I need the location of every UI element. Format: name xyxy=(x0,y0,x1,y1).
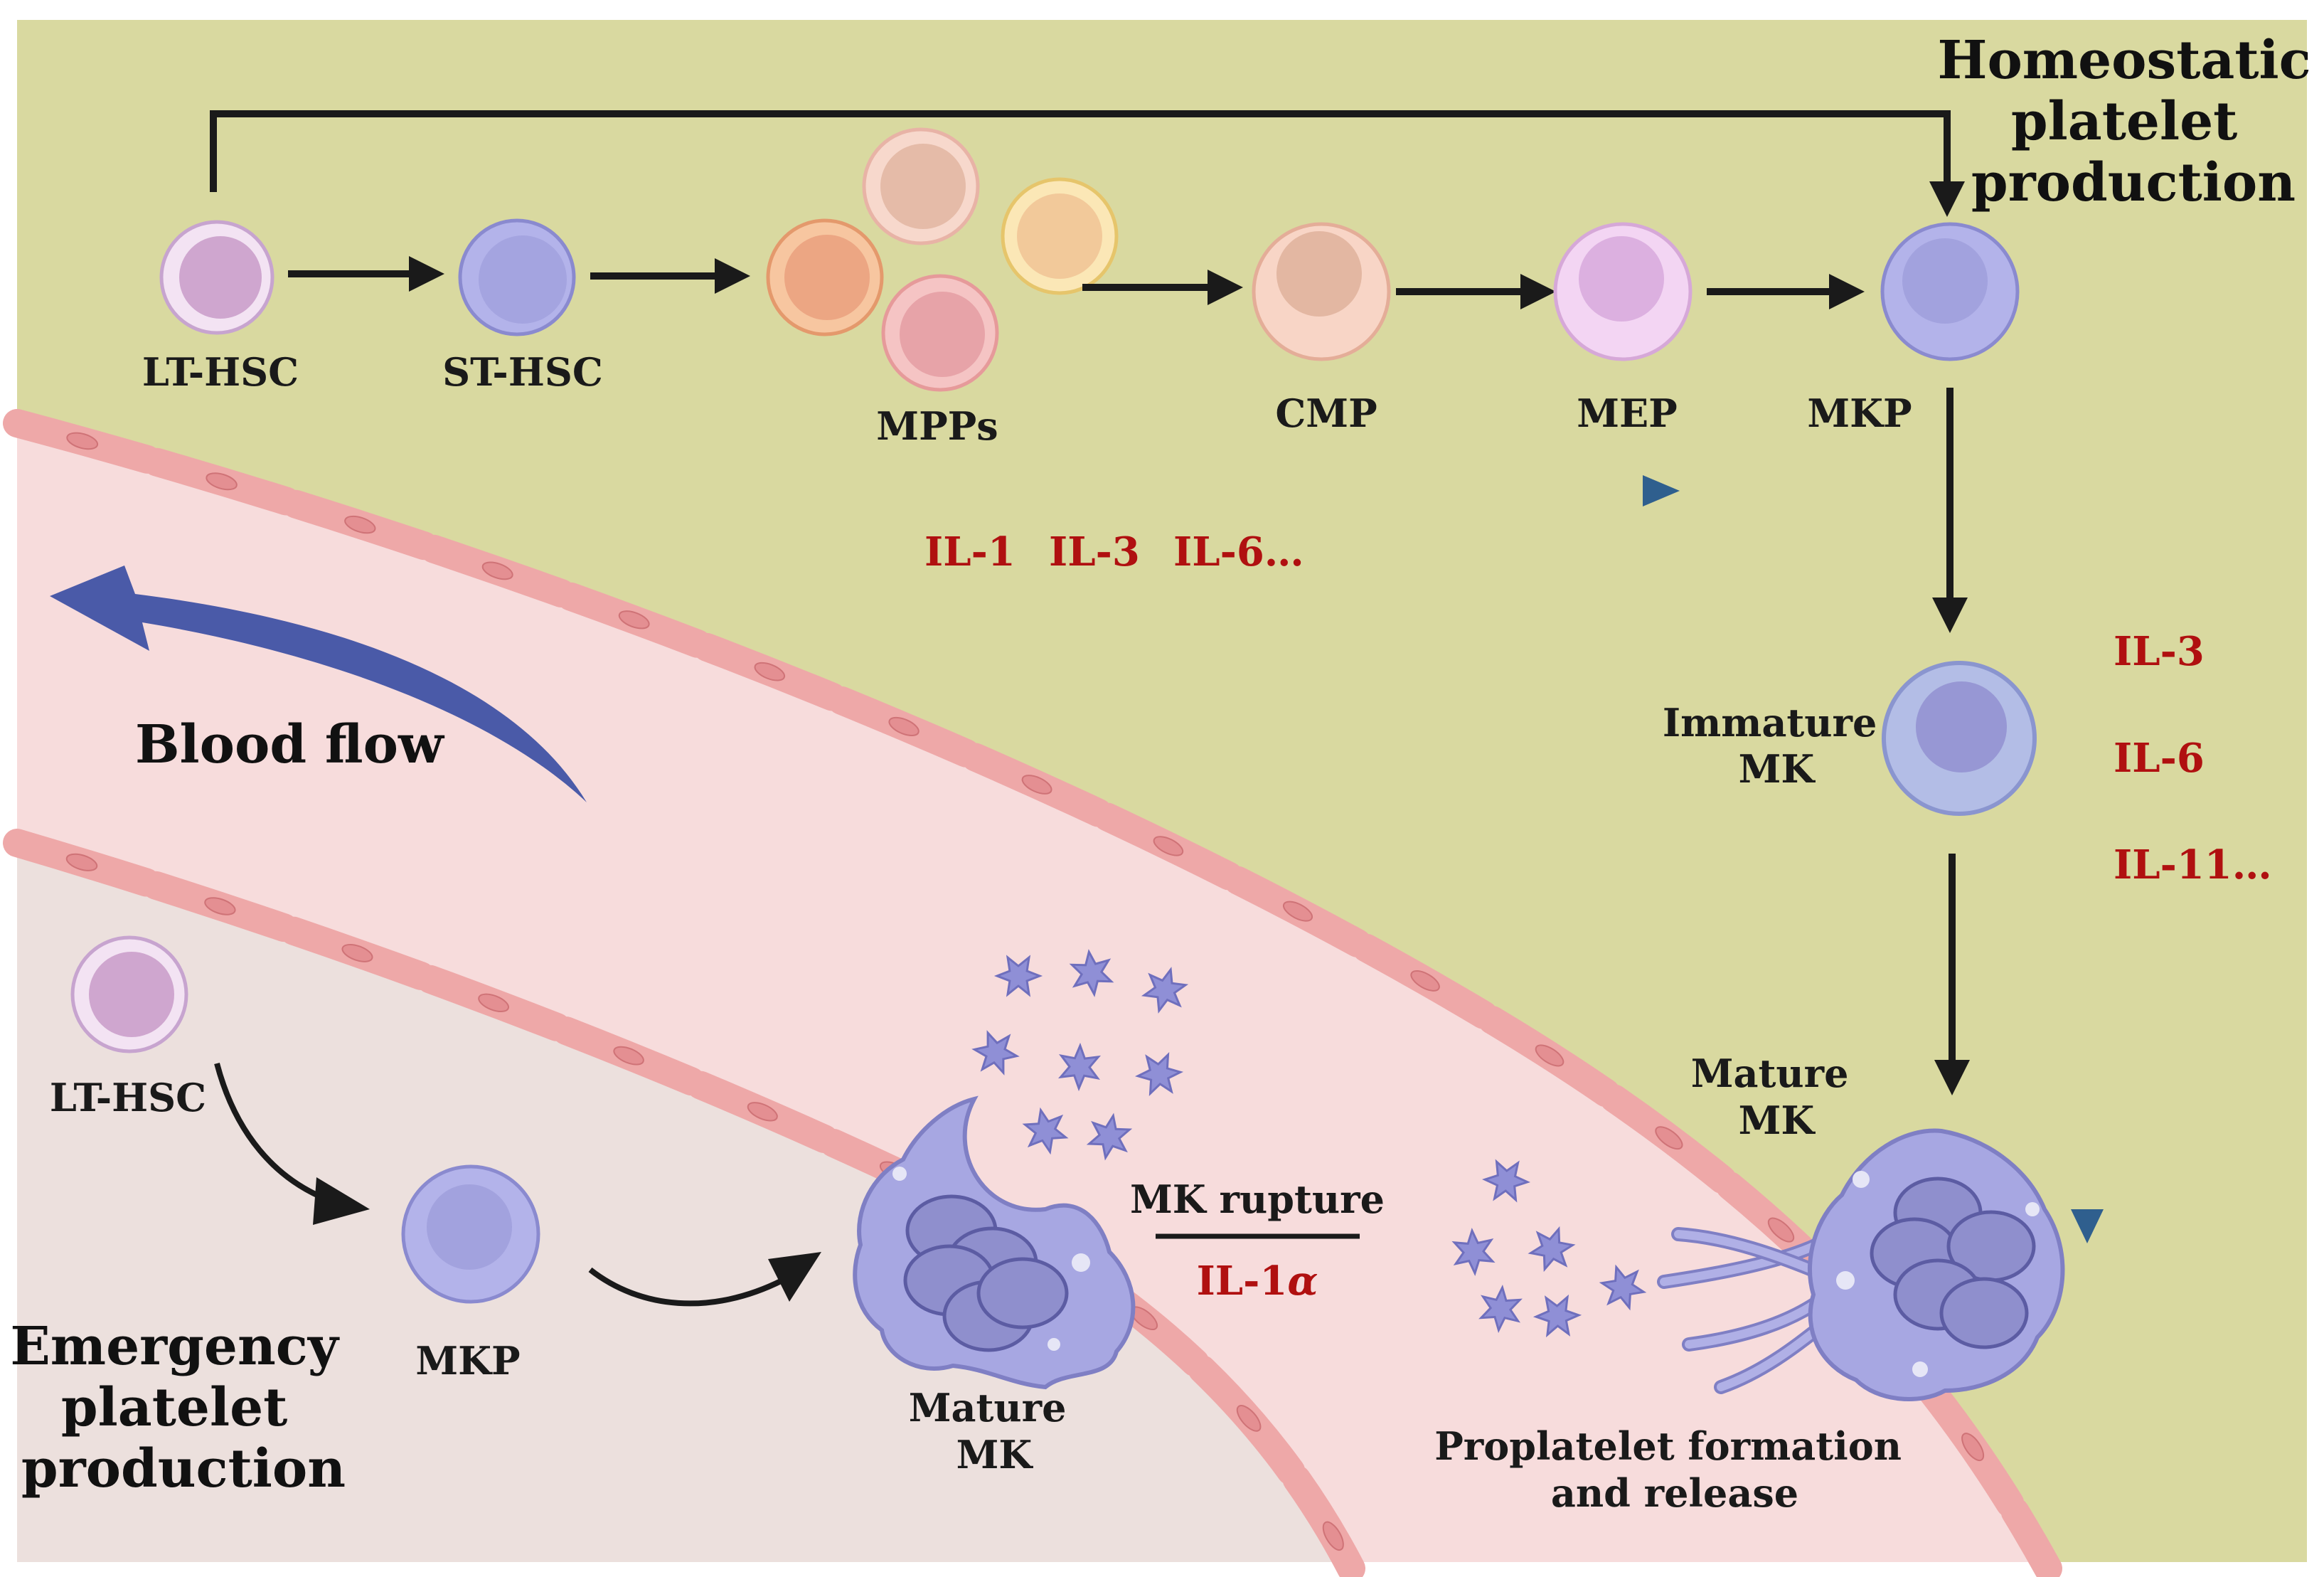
platelet xyxy=(1533,1294,1582,1338)
proplatelet-forming-megakaryocyte xyxy=(1657,1128,2065,1401)
mature-mk-label-homeostatic: Mature MK xyxy=(1691,1051,1862,1143)
mpps-label: MPPs xyxy=(876,403,998,449)
endothelial-nucleus xyxy=(1282,901,1313,922)
vertical-cytokine-arrowhead xyxy=(2071,1209,2104,1243)
endothelial-nucleus xyxy=(206,472,238,491)
bypass-arrow-lthsc-to-mkp xyxy=(210,110,1965,217)
emergency-mature-mk-label: Mature MK xyxy=(909,1385,1080,1477)
emergency-lt-hsc-label: LT-HSC xyxy=(50,1075,206,1120)
homeostatic-title: Homeostatic platelet production xyxy=(1938,30,2324,213)
cytokine-horizontal-3: IL-6… xyxy=(1173,529,1304,575)
il-1alpha-label: IL-1α xyxy=(1197,1258,1318,1305)
emergency-mkp-cell xyxy=(401,1164,540,1304)
platelet xyxy=(1478,1284,1523,1334)
endothelial-nucleus xyxy=(618,610,650,630)
endothelial-nucleus xyxy=(204,897,236,915)
endothelial-nucleus xyxy=(1322,1521,1344,1551)
cytokine-vertical-2: IL-6 xyxy=(2114,735,2205,782)
lt-hsc-label: LT-HSC xyxy=(142,349,299,395)
rupturing-megakaryocyte xyxy=(853,1095,1136,1390)
platelet xyxy=(1482,1159,1530,1203)
arrow-emergency-lthsc-to-mkp xyxy=(214,1062,336,1205)
endothelial-nucleus xyxy=(1535,1044,1565,1067)
endothelial-nucleus xyxy=(1236,1405,1262,1432)
horizontal-cytokine-arrowhead xyxy=(1643,475,1680,506)
platelet xyxy=(1069,949,1114,997)
cmp-cell xyxy=(1252,222,1391,361)
immature-mk-cell xyxy=(1882,661,2037,816)
cytokine-vertical-3: IL-11… xyxy=(2114,841,2272,888)
cytokine-horizontal-1: IL-1 xyxy=(924,529,1016,575)
blood-flow-label: Blood flow xyxy=(135,714,445,775)
proplatelet-label: Proplatelet formation and release xyxy=(1434,1423,1915,1516)
st-hsc-label: ST-HSC xyxy=(442,349,603,395)
platelet xyxy=(1134,1051,1184,1097)
st-hsc-cell xyxy=(458,218,576,336)
platelet xyxy=(1086,1113,1133,1161)
platelet xyxy=(993,955,1043,997)
endothelial-nucleus xyxy=(65,853,98,871)
endothelial-nucleus xyxy=(888,716,920,736)
mk-rupture-label: MK rupture xyxy=(1130,1177,1385,1222)
mkp-label: MKP xyxy=(1807,391,1912,436)
horizontal-cytokine-labels: IL-1 IL-3 IL-6… xyxy=(924,529,1304,575)
endothelial-nucleus xyxy=(1021,775,1052,795)
endothelial-nucleus xyxy=(754,662,786,681)
emergency-mkp-label: MKP xyxy=(415,1338,520,1384)
cytokine-vertical-1: IL-3 xyxy=(2114,628,2205,675)
platelet xyxy=(1022,1107,1069,1155)
endothelial-nucleus xyxy=(1767,1217,1795,1243)
endothelial-nucleus xyxy=(1410,970,1440,992)
endothelial-nucleus xyxy=(747,1102,778,1122)
endothelial-nucleus xyxy=(613,1046,644,1066)
endothelial-nucleus xyxy=(341,943,373,962)
emergency-lt-hsc-cell xyxy=(70,935,188,1053)
endothelial-nucleus xyxy=(1655,1126,1683,1150)
arrowhead-emergency-mkp-to-mature-mk xyxy=(768,1252,821,1302)
platelet xyxy=(1528,1226,1576,1273)
endothelial-nucleus xyxy=(478,993,509,1012)
platelet xyxy=(1451,1228,1496,1276)
platelet xyxy=(1599,1264,1647,1311)
lt-hsc-cell xyxy=(159,220,274,335)
arrow-emergency-mkp-to-mature-mk xyxy=(588,1267,784,1307)
blood-flow-arrow xyxy=(50,566,587,802)
endothelial-nucleus xyxy=(344,515,376,534)
vertical-cytokine-labels: IL-3 IL-6 IL-11… xyxy=(2114,628,2272,888)
mep-label: MEP xyxy=(1577,391,1678,436)
platelets xyxy=(971,949,1647,1338)
emergency-title: Emergency platelet production xyxy=(10,1316,356,1499)
cytokine-horizontal-2: IL-3 xyxy=(1049,529,1140,575)
endothelial-nucleus xyxy=(1153,836,1184,856)
cmp-label: CMP xyxy=(1275,391,1377,436)
mpps-cell-cluster xyxy=(766,127,1119,392)
endothelial-nucleus xyxy=(66,432,99,450)
endothelial-nucleus xyxy=(481,561,513,580)
platelet xyxy=(971,1030,1020,1076)
platelet xyxy=(1057,1042,1102,1092)
endothelial-nucleus xyxy=(1961,1433,1985,1462)
platelet xyxy=(1141,967,1189,1014)
mep-cell xyxy=(1553,222,1693,361)
arrowhead-emergency-lthsc-to-mkp xyxy=(313,1177,370,1225)
immature-mk-label: Immature MK xyxy=(1663,700,1890,792)
mkp-cell xyxy=(1880,222,2020,361)
